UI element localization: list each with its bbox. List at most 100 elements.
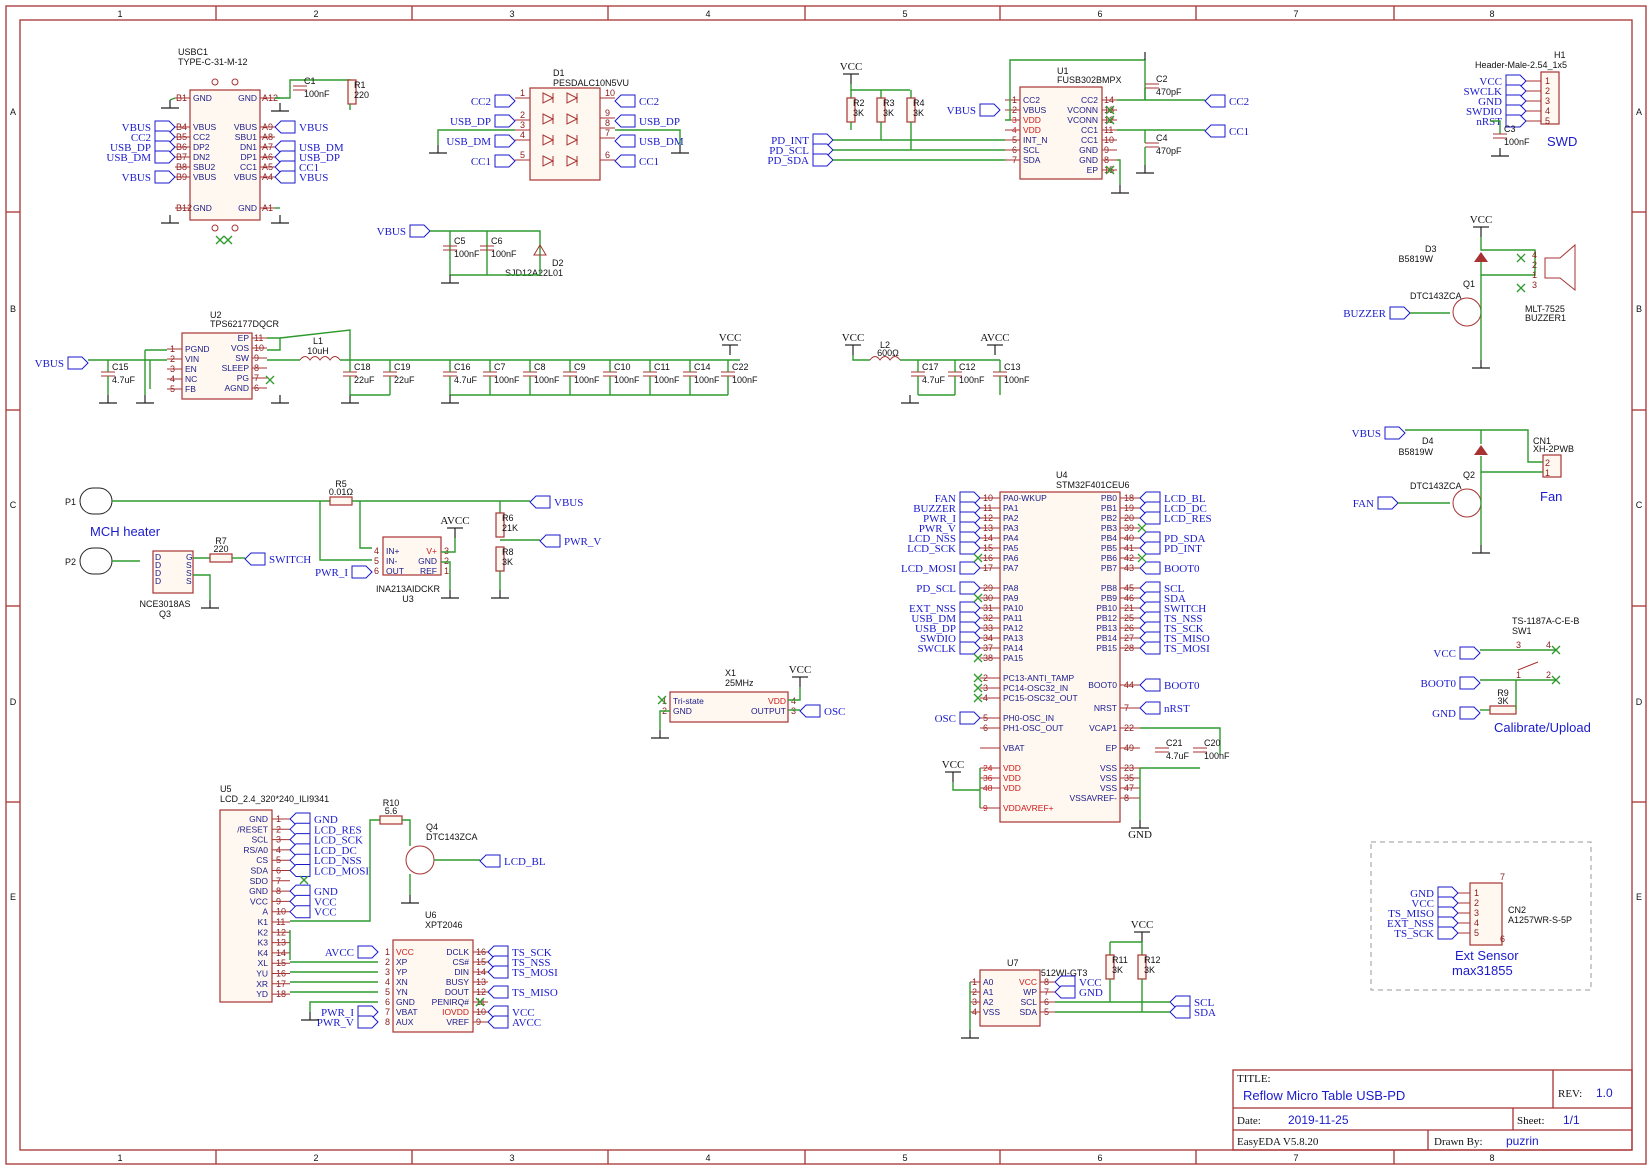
u6-pin-name: YN (396, 987, 408, 997)
net-port-ext-nss: EXT_NSS (909, 601, 981, 615)
u5-pin-name: XL (258, 958, 269, 968)
net-label: CC2 (1229, 96, 1249, 108)
net-label: VBUS (122, 172, 151, 184)
cn2-pin-num: 4 (1474, 918, 1479, 928)
q4-emitter (402, 819, 411, 846)
net-label: TS_SCK (1394, 928, 1434, 940)
usbc1-pin-name: DN2 (193, 152, 210, 162)
net-port-lcd-bl: LCD_BL (1139, 491, 1206, 505)
net-port-pd-int: PD_INT (1139, 541, 1202, 555)
u4-pin-name: PB8 (1101, 583, 1117, 593)
capacitor-value: 100nF (959, 375, 985, 385)
u4-pin-name: PA4 (1003, 533, 1019, 543)
ground-symbol (441, 395, 459, 404)
net-label: VCC (1479, 76, 1502, 88)
d2-gnd-bus (450, 265, 541, 276)
d1-diode-icon (542, 92, 555, 104)
ground-symbol (201, 600, 219, 609)
u4-pin-name: VDD (1003, 783, 1021, 793)
u4-pin-name: EP (1106, 743, 1118, 753)
net-port-nrst: nRST (1476, 114, 1527, 128)
d1-pin-num: 5 (520, 150, 525, 160)
x1-pin-num: 4 (791, 696, 796, 706)
net-port-vcc: VCC (289, 894, 337, 908)
net-label: VBUS (299, 122, 328, 134)
capacitor-ref: C21 (1166, 738, 1183, 748)
u1-pin-name: SCL (1023, 145, 1040, 155)
u4-pin-name: BOOT0 (1088, 680, 1117, 690)
u7-pin-name: SCL (1020, 997, 1037, 1007)
usbc1-pin-name: VBUS (234, 172, 257, 182)
buzzer-pin-num: 1 (1532, 270, 1537, 280)
net-label: USB_DM (106, 152, 151, 164)
capacitor-ref: C3 (1504, 124, 1516, 134)
d4-diode-icon (1474, 445, 1488, 455)
capacitor-value: 100nF (304, 89, 330, 99)
net-label: BOOT0 (1421, 678, 1457, 690)
net-port-swdio: SWDIO (1466, 104, 1527, 118)
net-label: LCD_MOSI (901, 563, 956, 575)
net-label: TS_NSS (512, 957, 551, 969)
net-label: VCC (1411, 898, 1434, 910)
net-port-pwr-i: PWR_I (923, 511, 981, 525)
net-label: VBUS (299, 172, 328, 184)
net-label: BUZZER (1343, 308, 1386, 320)
net-label: USB_DM (639, 136, 684, 148)
buzzer-pin-num: 4 (1532, 250, 1537, 260)
net-label: LCD_RES (1164, 513, 1212, 525)
d4-part: B5819W (1398, 447, 1433, 457)
u5-pin-name: SDA (251, 866, 269, 876)
net-port-ts-sck: TS_SCK (1139, 621, 1204, 635)
net-label: BUZZER (913, 503, 956, 515)
d3-diode-icon (1474, 252, 1488, 262)
net-port-ext-nss: EXT_NSS (1387, 916, 1459, 930)
u5-pin-name: K1 (258, 917, 269, 927)
grid-col-top: 4 (705, 9, 710, 19)
u4-pin-name: VDD (1003, 763, 1021, 773)
grid-col-top: 6 (1097, 9, 1102, 19)
net-port-vbus: VBUS (35, 356, 89, 370)
d1-pin-num: 6 (605, 150, 610, 160)
u1-ref: U1 (1057, 66, 1069, 76)
u5-pin-name: RS/A0 (243, 845, 268, 855)
u6-pin-name: DIN (454, 967, 469, 977)
resistor-ref: R11 (1112, 955, 1128, 965)
net-label: SWCLK (1464, 86, 1503, 98)
net-label: GND (314, 886, 338, 898)
u6-pin-num: 5 (385, 987, 390, 997)
no-connect-mark (1516, 253, 1526, 263)
u3-pin-name: V+ (426, 546, 437, 556)
net-label: SDA (1194, 1007, 1216, 1019)
q3-body (152, 550, 194, 594)
resistor-value: 3K (913, 108, 924, 118)
d3-ref: D3 (1425, 244, 1437, 254)
net-port-pd-sda: PD_SDA (1139, 531, 1206, 545)
u5-pin-name: GND (249, 886, 268, 896)
u6-pin-name: VBAT (396, 1007, 418, 1017)
net-port-vbus: VBUS (274, 170, 328, 184)
net-label: USB_DP (450, 116, 491, 128)
u6-pin-num: 7 (385, 1007, 390, 1017)
capacitor-ref: C12 (959, 362, 976, 372)
resistor-ref: R4 (913, 98, 925, 108)
net-port-gnd: GND (289, 884, 338, 898)
d1-gnd-wire-r (615, 129, 681, 145)
net-port-osc: OSC (935, 711, 981, 725)
net-port-ts-mosi: TS_MOSI (1139, 641, 1210, 655)
net-label: VBUS (947, 105, 976, 117)
u5-pin-name: SDO (250, 876, 269, 886)
net-port-usb-dp: USB_DP (614, 114, 680, 128)
cn1-pin-num: 1 (1545, 468, 1550, 478)
u4-pin-name: PA11 (1003, 613, 1023, 623)
capacitor-value: 100nF (1204, 751, 1230, 761)
sw1-pin-num: 2 (1546, 670, 1551, 680)
sw1-pin-num: 4 (1546, 640, 1551, 650)
net-label: AVCC (325, 947, 354, 959)
usbc1-body (189, 89, 261, 221)
net-port-sda: SDA (1139, 591, 1186, 605)
